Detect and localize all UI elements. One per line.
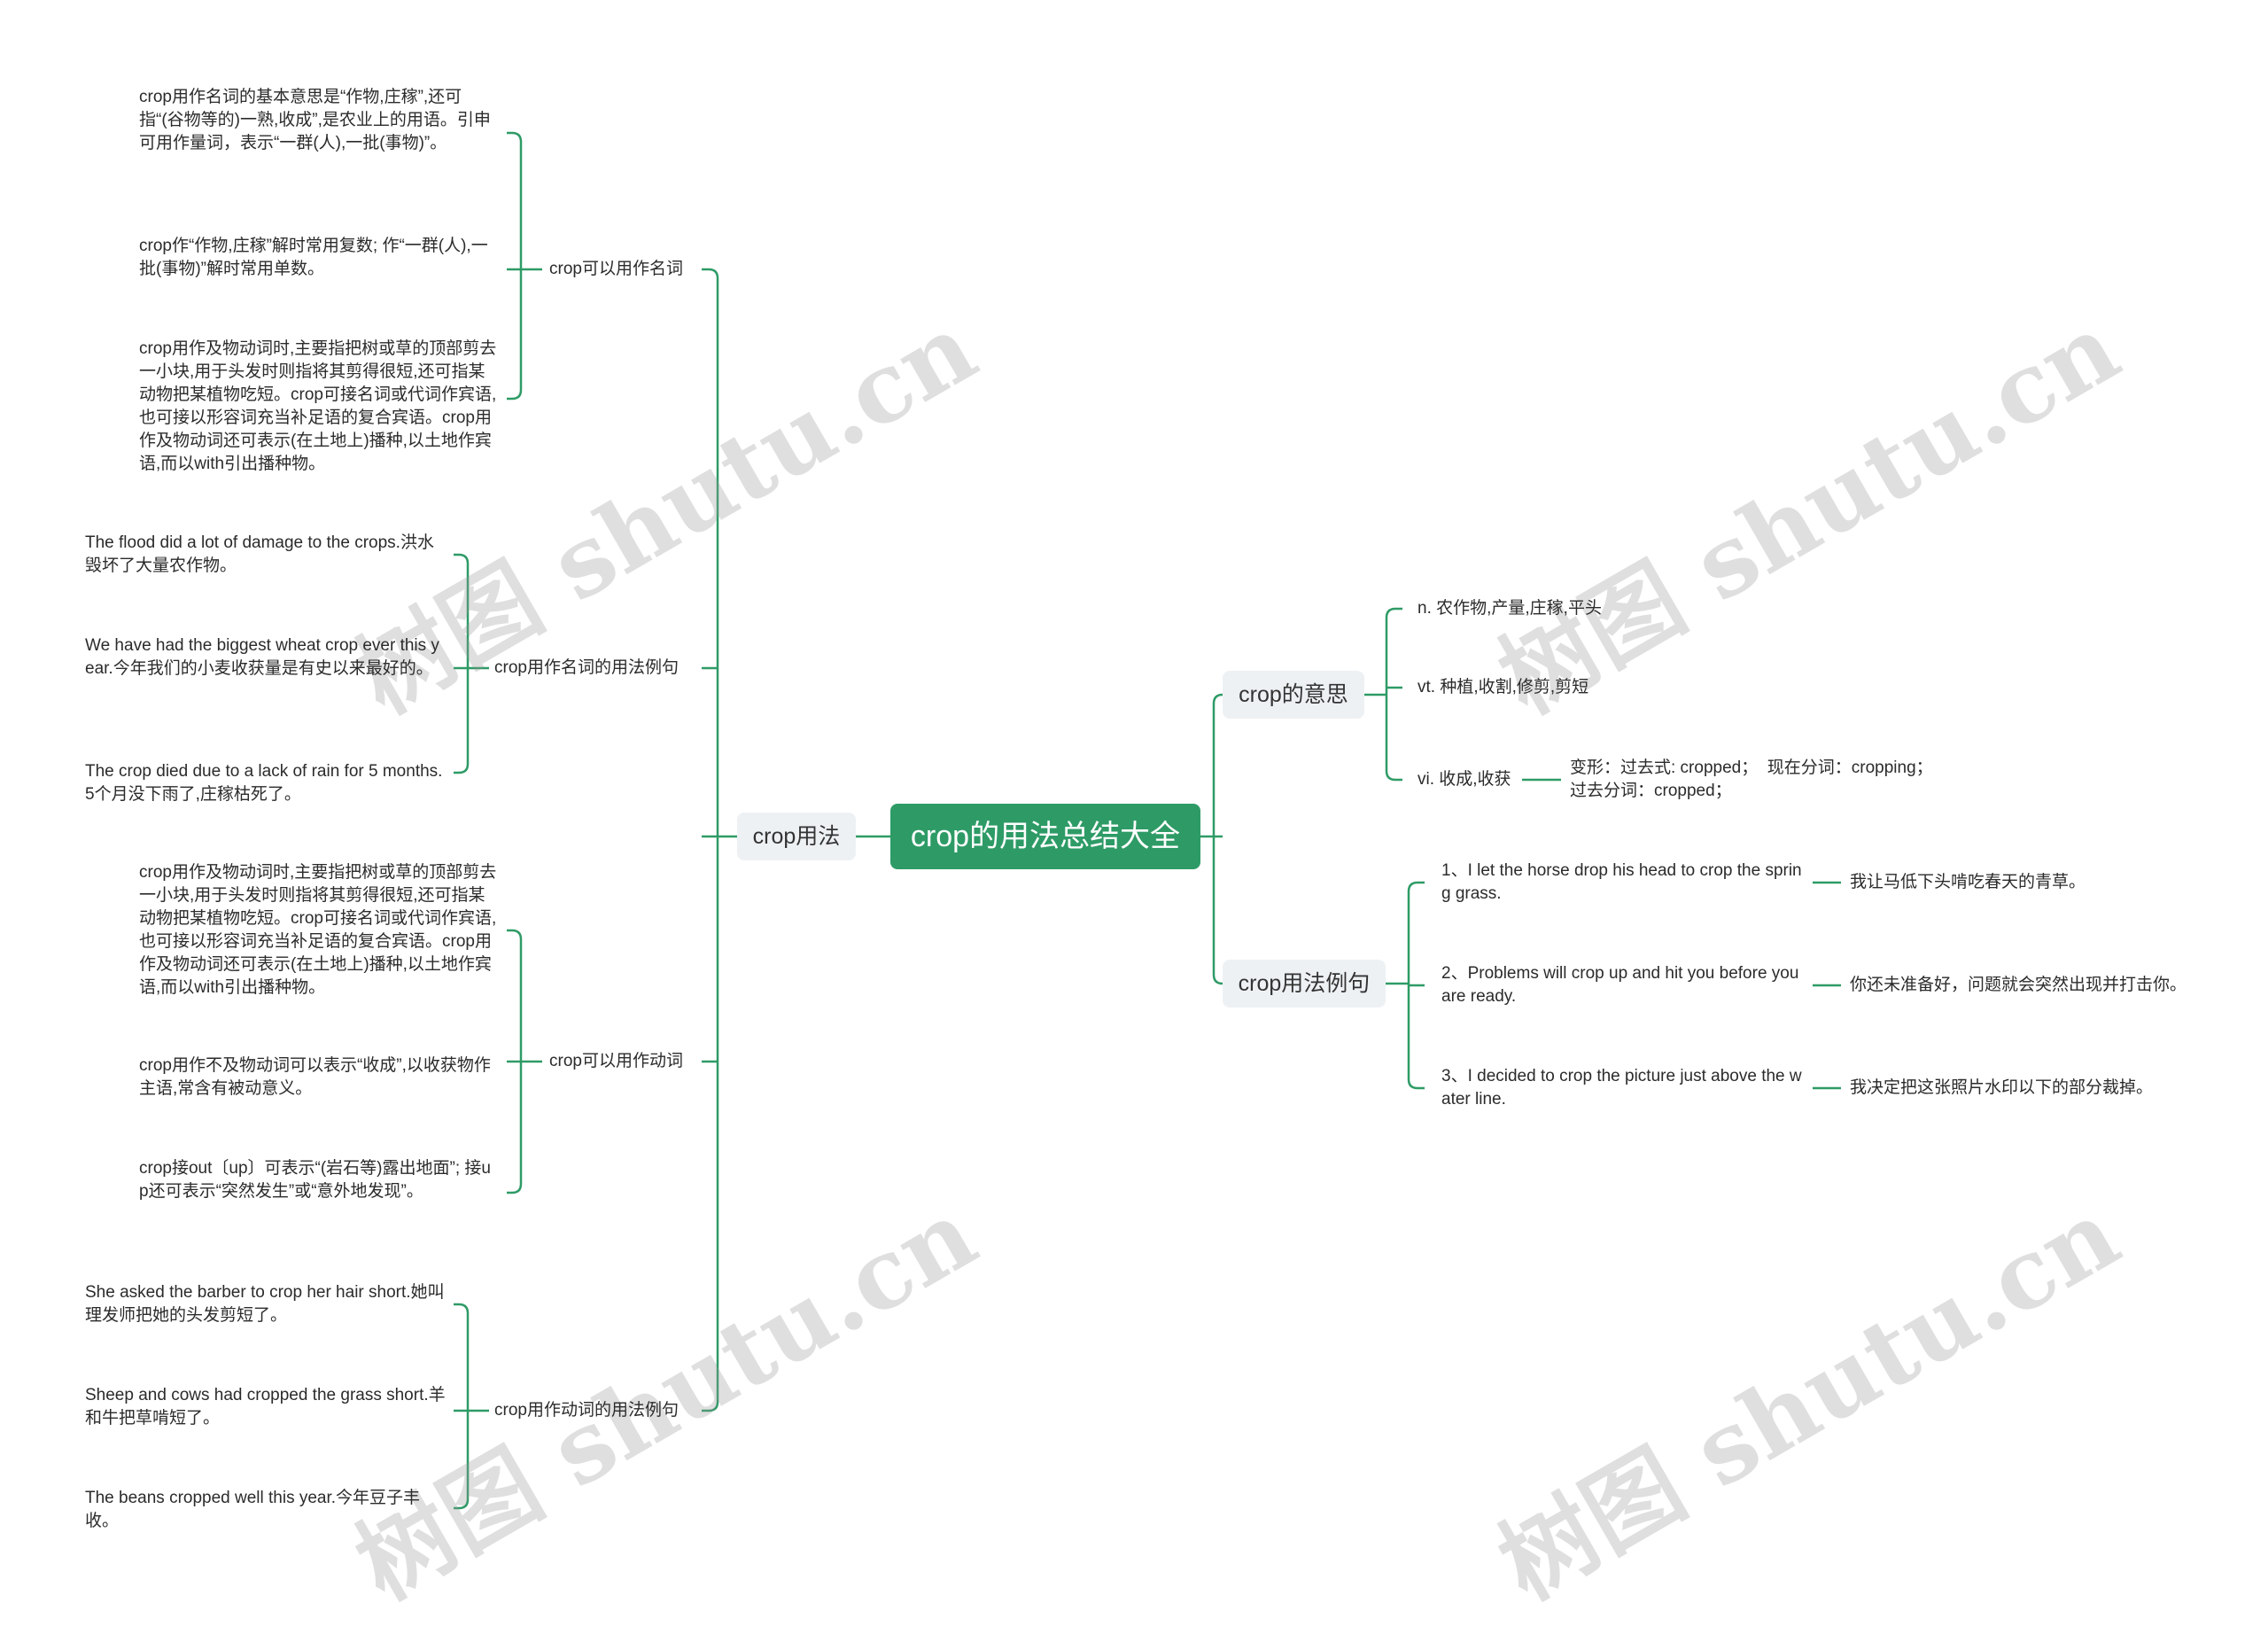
connector-group-bracket bbox=[454, 1303, 470, 1510]
connector-meaning-bracket bbox=[1385, 607, 1402, 782]
branch-crop-usage[interactable]: crop用法 bbox=[737, 813, 856, 860]
verb-forms: 变形：过去式: cropped； 现在分词：cropping； 过去分词：cro… bbox=[1570, 759, 1943, 800]
group-verb-usage[interactable]: crop可以用作动词 bbox=[549, 1052, 683, 1070]
list-item: crop用作不及物动词可以表示“收成”,以收获物作主语,常含有被动意义。 bbox=[139, 1056, 491, 1098]
example-en: 2、Problems will crop up and hit you befo… bbox=[1441, 964, 1804, 1006]
meaning-noun: n. 农作物,产量,庄稼,平头 bbox=[1418, 599, 1602, 618]
root-node[interactable]: crop的用法总结大全 bbox=[890, 804, 1200, 869]
example-zh: 你还未准备好，问题就会突然出现并打击你。 bbox=[1850, 976, 2187, 994]
example-en: 1、I let the horse drop his head to crop … bbox=[1441, 861, 1802, 903]
connector-right-spine bbox=[1212, 693, 1223, 985]
list-item: crop接out〔up〕可表示“(岩石等)露出地面”; 接up还可表示“突然发生… bbox=[139, 1159, 491, 1201]
connector-group-bracket bbox=[454, 553, 470, 774]
connector-left-spine bbox=[702, 268, 719, 1412]
example-zh: 我让马低下头啃吃春天的青草。 bbox=[1850, 873, 2086, 891]
example-zh: 我决定把这张照片水印以下的部分裁掉。 bbox=[1850, 1078, 2154, 1097]
list-item: crop用作及物动词时,主要指把树或草的顶部剪去一小块,用于头发时则指将其剪得很… bbox=[139, 863, 497, 997]
branch-crop-meaning[interactable]: crop的意思 bbox=[1223, 671, 1364, 719]
list-item: crop作“作物,庄稼”解时常用复数; 作“一群(人),一批(事物)”解时常用单… bbox=[139, 237, 488, 278]
meaning-vi: vi. 收成,收获 bbox=[1418, 770, 1511, 789]
connector-group-bracket bbox=[507, 131, 523, 401]
list-item: The flood did a lot of damage to the cro… bbox=[85, 533, 434, 575]
list-item: We have had the biggest wheat crop ever … bbox=[85, 636, 439, 678]
list-item: crop用作名词的基本意思是“作物,庄稼”,还可指“(谷物等的)一熟,收成”,是… bbox=[139, 88, 491, 152]
group-noun-examples[interactable]: crop用作名词的用法例句 bbox=[494, 658, 679, 677]
group-verb-examples[interactable]: crop用作动词的用法例句 bbox=[494, 1401, 679, 1420]
branch-crop-examples[interactable]: crop用法例句 bbox=[1223, 960, 1386, 1007]
list-item: The crop died due to a lack of rain for … bbox=[85, 762, 443, 804]
list-item: crop用作及物动词时,主要指把树或草的顶部剪去一小块,用于头发时则指将其剪得很… bbox=[139, 339, 497, 473]
list-item: The beans cropped well this year.今年豆子丰收。 bbox=[85, 1489, 421, 1530]
list-item: Sheep and cows had cropped the grass sho… bbox=[85, 1386, 446, 1428]
group-noun-usage[interactable]: crop可以用作名词 bbox=[549, 260, 683, 278]
list-item: She asked the barber to crop her hair sh… bbox=[85, 1283, 445, 1325]
meaning-vt: vt. 种植,收割,修剪,剪短 bbox=[1418, 678, 1589, 696]
example-en: 3、I decided to crop the picture just abo… bbox=[1441, 1067, 1802, 1109]
